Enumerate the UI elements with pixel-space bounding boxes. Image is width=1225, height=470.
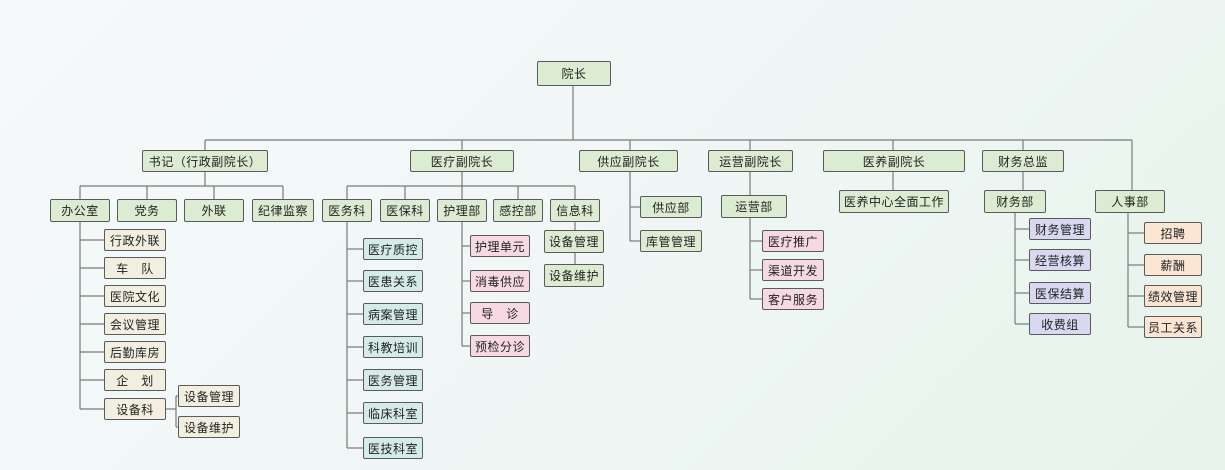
dept-hr: 人事部 — [1095, 190, 1165, 213]
dept-finance: 财务部 — [984, 190, 1046, 213]
office-item-equipment: 设备科 — [104, 398, 166, 420]
dept-foreign: 外联 — [184, 199, 244, 222]
vp-medical: 医疗副院长 — [410, 150, 514, 172]
finance-item: 财务管理 — [1029, 218, 1091, 240]
office-item: 车 队 — [104, 257, 166, 279]
finance-item: 收费组 — [1029, 313, 1091, 335]
dept-nursing: 护理部 — [437, 199, 487, 222]
vp-elderly: 医养副院长 — [823, 150, 965, 172]
dept-infection-control: 感控部 — [493, 199, 543, 222]
vp-supply: 供应副院长 — [579, 150, 678, 172]
hr-item: 招聘 — [1144, 222, 1202, 244]
dept-information: 信息科 — [550, 199, 600, 222]
supply-item: 库管管理 — [640, 230, 702, 252]
ops-item: 渠道开发 — [762, 259, 824, 281]
ops-item: 医疗推广 — [762, 230, 824, 252]
supply-item: 供应部 — [640, 196, 702, 218]
nursing-item: 护理单元 — [470, 235, 530, 257]
hr-item: 员工关系 — [1144, 316, 1202, 338]
office-item: 后勤库房 — [104, 341, 166, 363]
dept-party: 党务 — [117, 199, 177, 222]
dept-operations: 运营部 — [721, 195, 787, 218]
ops-item: 客户服务 — [762, 288, 824, 310]
vp-finance: 财务总监 — [982, 150, 1064, 172]
dept-discipline: 纪律监察 — [252, 199, 314, 222]
office-item: 行政外联 — [104, 229, 166, 251]
vp-ops: 运营副院长 — [708, 150, 793, 172]
hr-item: 绩效管理 — [1144, 285, 1202, 307]
info-item: 设备维护 — [544, 264, 604, 287]
dept-medical-affairs: 医务科 — [322, 199, 372, 222]
equipment-item: 设备管理 — [178, 385, 240, 407]
nursing-item: 导 诊 — [470, 302, 530, 324]
elderly-center: 医养中心全面工作 — [839, 190, 949, 213]
medical-affairs-item: 医疗质控 — [363, 238, 423, 260]
medical-affairs-item: 医技科室 — [363, 437, 423, 459]
office-item: 企 划 — [104, 369, 166, 391]
office-item: 会议管理 — [104, 313, 166, 335]
info-item: 设备管理 — [544, 230, 604, 253]
medical-affairs-item: 医患关系 — [363, 270, 423, 292]
vp-secretary: 书记（行政副院长） — [142, 150, 268, 172]
medical-affairs-item: 医务管理 — [363, 369, 423, 391]
nursing-item: 消毒供应 — [470, 270, 530, 292]
root-director: 院长 — [537, 61, 611, 86]
medical-affairs-item: 病案管理 — [363, 303, 423, 325]
dept-office: 办公室 — [50, 199, 110, 222]
office-item: 医院文化 — [104, 285, 166, 307]
medical-affairs-item: 临床科室 — [363, 402, 423, 424]
hr-item: 薪酬 — [1144, 254, 1202, 276]
medical-affairs-item: 科教培训 — [363, 336, 423, 358]
finance-item: 经营核算 — [1029, 249, 1091, 271]
dept-medical-insurance: 医保科 — [380, 199, 430, 222]
nursing-item: 预检分诊 — [470, 335, 530, 357]
equipment-item: 设备维护 — [178, 416, 240, 438]
finance-item: 医保结算 — [1029, 282, 1091, 304]
